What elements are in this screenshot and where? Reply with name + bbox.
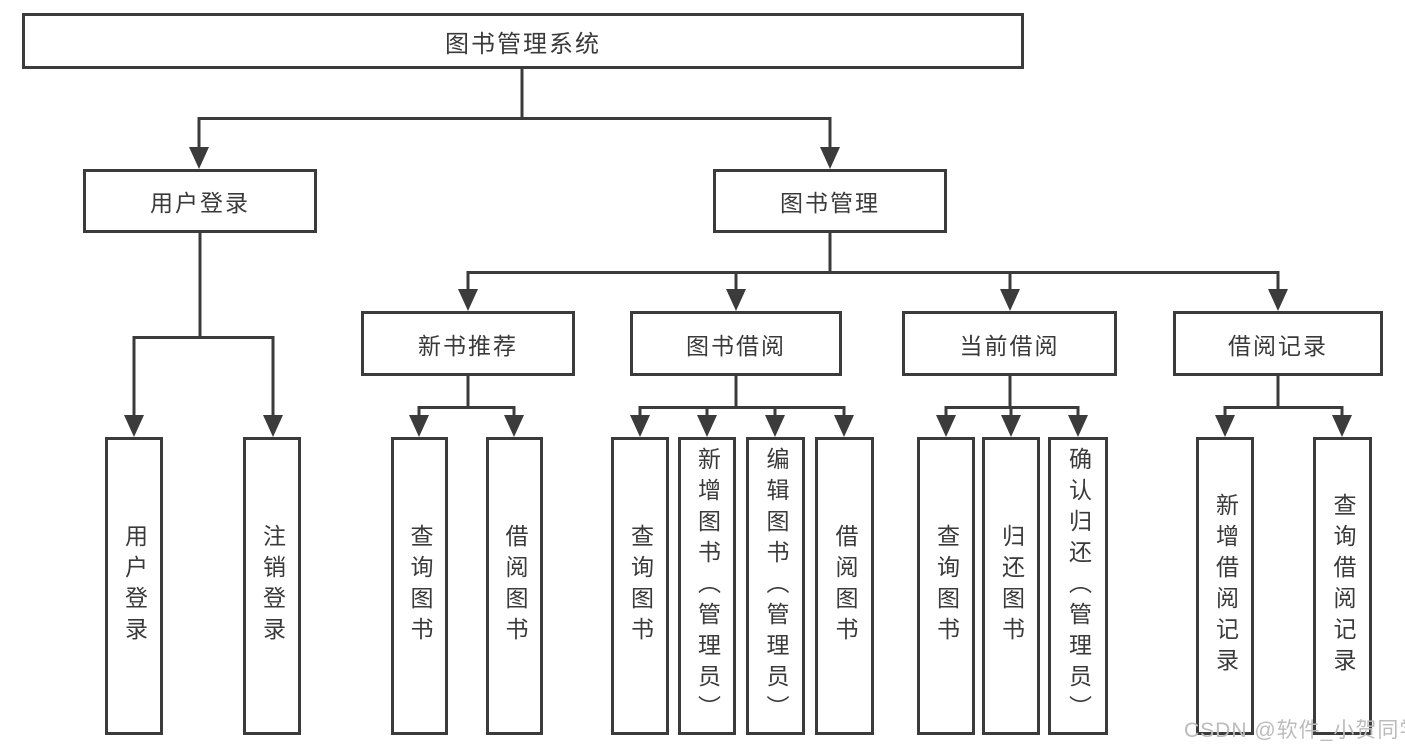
leaf-confirm-return-admin: 确认归还（管理员）	[1048, 437, 1108, 735]
node-label: 借阅图书	[502, 524, 529, 648]
leaf-user-login: 用户登录	[105, 437, 163, 735]
node-book-borrow: 图书借阅	[630, 311, 842, 376]
node-label: 图书借阅	[686, 332, 786, 359]
node-label: 用户登录	[150, 190, 250, 216]
node-label: 图书管理	[780, 190, 880, 216]
node-label: 查询借阅记录	[1330, 493, 1357, 679]
node-label: 新书推荐	[418, 332, 518, 359]
node-label: 注销登录	[259, 524, 286, 648]
node-library-management-system: 图书管理系统	[22, 13, 1024, 69]
leaf-query-borrow-record: 查询借阅记录	[1313, 437, 1372, 735]
leaf-add-book-admin: 新增图书（管理员）	[678, 437, 736, 735]
node-current-borrow: 当前借阅	[902, 311, 1117, 376]
leaf-borrow-books-recommend: 借阅图书	[486, 437, 543, 735]
node-label: 新增图书（管理员）	[694, 446, 721, 726]
connector-current-borrow-branch	[944, 376, 1080, 418]
node-label: 查询图书	[407, 524, 434, 648]
node-label: 查询图书	[627, 524, 654, 648]
node-label: 新增借阅记录	[1212, 493, 1239, 679]
leaf-query-books-recommend: 查询图书	[391, 437, 448, 735]
connector-root-branch	[197, 69, 832, 150]
connector-book-management-branch	[466, 233, 1280, 292]
leaf-logout: 注销登录	[243, 437, 301, 735]
node-new-book-recommend: 新书推荐	[361, 311, 575, 376]
node-label: 当前借阅	[959, 332, 1060, 359]
leaf-borrow-books: 借阅图书	[815, 437, 874, 735]
leaf-add-borrow-record: 新增借阅记录	[1196, 437, 1254, 735]
node-label: 借阅图书	[832, 524, 859, 648]
node-label: 确认归还（管理员）	[1065, 446, 1092, 726]
connector-borrow-record-branch	[1223, 376, 1344, 418]
connector-user-login-branch	[132, 233, 275, 418]
connector-book-borrow-branch	[638, 376, 846, 418]
node-label: 归还图书	[998, 524, 1025, 648]
node-user-login: 用户登录	[83, 169, 317, 233]
node-label: 编辑图书（管理员）	[763, 446, 790, 726]
node-label: 借阅记录	[1228, 332, 1328, 359]
connector-new-book-branch	[417, 376, 516, 418]
node-label: 查询图书	[933, 524, 960, 648]
leaf-query-books-current: 查询图书	[917, 437, 975, 735]
node-label: 用户登录	[121, 524, 148, 648]
leaf-query-books-borrow: 查询图书	[611, 437, 669, 735]
leaf-return-book: 归还图书	[982, 437, 1040, 735]
node-book-management: 图书管理	[713, 169, 947, 233]
node-borrow-records: 借阅记录	[1173, 311, 1383, 376]
leaf-edit-book-admin: 编辑图书（管理员）	[746, 437, 805, 735]
node-label: 图书管理系统	[445, 30, 601, 58]
csdn-watermark: CSDN @软件_小贺同学	[1184, 719, 1405, 742]
